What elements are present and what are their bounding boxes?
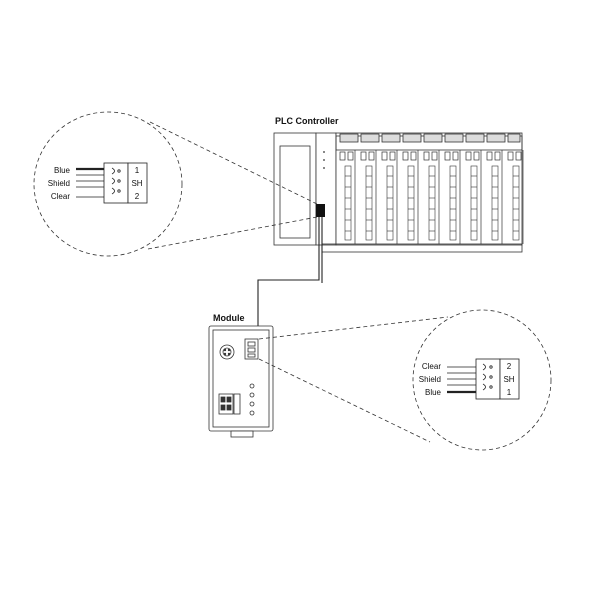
top-terminal-block (103, 162, 148, 204)
plc-io-slot (339, 150, 356, 244)
plc-controller (273, 132, 523, 253)
plc-io-slot (360, 150, 377, 244)
top-wire-label-2: Shield (48, 179, 70, 188)
module-title: Module (213, 313, 245, 323)
bottom-wire-label-3: Blue (425, 388, 442, 397)
plc-io-slot (381, 150, 398, 244)
top-pin-label-3: 2 (135, 192, 140, 201)
module-device (208, 325, 274, 438)
plc-connector-port (316, 204, 325, 217)
top-pin-label-2: SH (131, 179, 142, 188)
bottom-zoom-lines (258, 316, 449, 443)
plc-io-slot (486, 150, 503, 244)
top-wire-label-3: Clear (51, 192, 70, 201)
plc-io-slot (465, 150, 482, 244)
bottom-pin-label-3: 1 (507, 388, 512, 397)
plc-io-slots (339, 150, 524, 244)
plc-io-slot (423, 150, 440, 244)
bottom-wire-label-1: Clear (422, 362, 441, 371)
bottom-terminal-block (475, 358, 520, 400)
plc-io-slot (507, 150, 524, 244)
top-magnifier-circle (33, 111, 183, 257)
bottom-magnifier-circle (412, 309, 552, 451)
plc-io-slot (444, 150, 461, 244)
top-zoom-lines (147, 121, 318, 250)
plc-io-slot (402, 150, 419, 244)
plc-status-leds (323, 151, 325, 169)
bottom-wires (447, 366, 476, 394)
top-wire-label-1: Blue (54, 166, 71, 175)
bottom-pin-label-2: SH (503, 375, 514, 384)
top-pin-label-1: 1 (135, 166, 140, 175)
plc-title: PLC Controller (275, 116, 339, 126)
bottom-wire-label-2: Shield (419, 375, 441, 384)
bottom-pin-label-1: 2 (507, 362, 512, 371)
top-wires (76, 167, 104, 198)
